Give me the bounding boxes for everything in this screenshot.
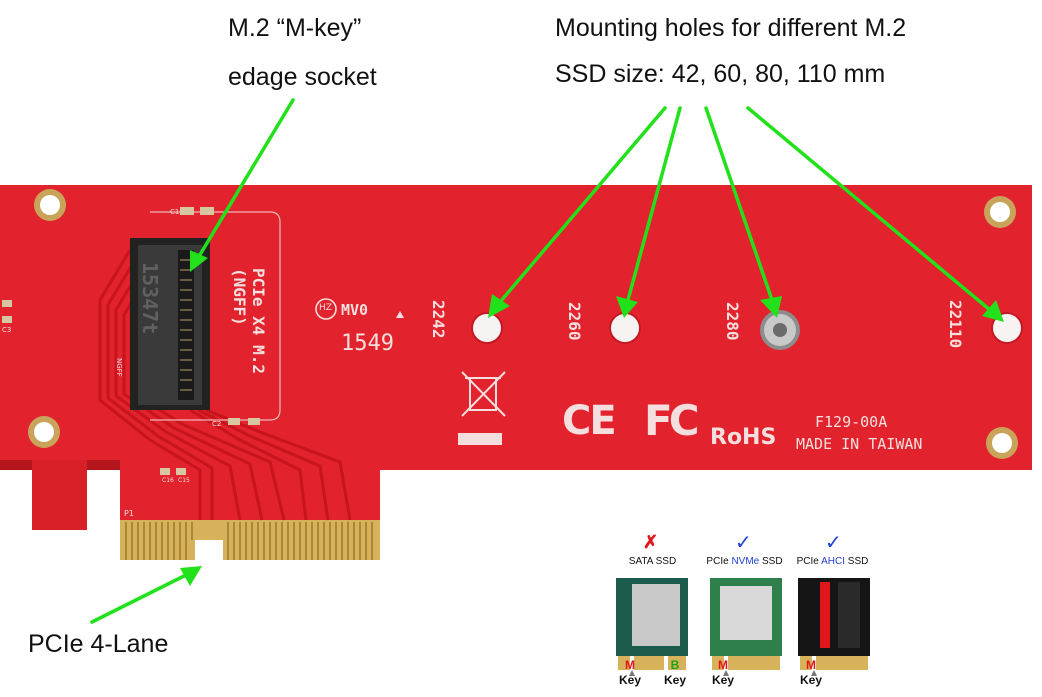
pcie-lane-callout: PCIe 4-Lane — [28, 630, 169, 658]
corner-hole-bottom-right — [986, 427, 1018, 459]
board-title: PCIe X4 M.2 (NGFF) — [230, 268, 268, 374]
corner-hole-bottom-left — [28, 416, 60, 448]
size-label-2260: 2260 — [565, 302, 584, 341]
corner-hole-top-right — [984, 196, 1016, 228]
ref-c16: C16 — [162, 477, 174, 484]
pcb-board — [0, 185, 1032, 560]
sata-key-b-letter: B — [670, 658, 680, 672]
nvme-check-icon: ✓ — [735, 532, 752, 554]
holes-callout-line1: Mounting holes for different M.2 — [555, 14, 907, 42]
nvme-key-m-label: Key — [711, 673, 734, 687]
nvme-ssd-photo — [710, 578, 782, 676]
m2-socket — [130, 238, 210, 410]
ssd-col-nvme: ✓ PCIe NVMe SSD M Key — [702, 530, 792, 695]
sata-key-b-label: Key — [663, 673, 686, 687]
pcie-gold-fingers — [120, 520, 380, 565]
socket-ngff-label: NGFF — [115, 358, 123, 377]
ssd-compat-inset: ✗ SATA SSD M Key B Key ✓ PCIe NVMe SSD M… — [610, 530, 880, 695]
weee-bin-symbol — [461, 371, 506, 417]
nvme-caption: PCIe NVMe SSD — [706, 556, 783, 567]
socket-code: 15347t — [138, 262, 162, 335]
triangle-mark — [396, 311, 404, 318]
ssd-col-ahci: ✓ PCIe AHCI SSD M Key — [790, 530, 880, 695]
ahci-ssd-photo — [798, 578, 870, 676]
ahci-caption: PCIe AHCI SSD — [796, 556, 869, 567]
rohs-mark: RoHS — [710, 425, 777, 450]
made-in-label: MADE IN TAIWAN — [796, 435, 923, 453]
board-title-line2: (NGFF) — [230, 268, 249, 326]
ref-c3: C3 — [2, 326, 12, 334]
ref-c2: C2 — [212, 420, 222, 428]
sata-caption: SATA SSD — [628, 556, 677, 567]
smd-components — [2, 207, 260, 475]
mount-hole-2260 — [609, 312, 641, 344]
socket-silk-outline — [150, 211, 281, 421]
sata-key-m-label: Key — [618, 673, 641, 687]
holes-callout-line2: SSD size: 42, 60, 80, 110 mm — [555, 60, 886, 88]
ref-p1: P1 — [124, 509, 134, 518]
socket-callout-line2: edage socket — [228, 63, 377, 91]
mv0-mark: MV0 — [341, 301, 369, 319]
ahci-key-m-letter: M — [806, 658, 816, 672]
mount-hole-2242 — [471, 312, 503, 344]
fc-mark: FC — [644, 396, 699, 445]
hz-logo — [315, 298, 337, 320]
size-label-2242: 2242 — [429, 300, 448, 339]
sata-ssd-photo — [616, 578, 688, 676]
socket-callout-line1: M.2 “M-key” — [228, 14, 362, 42]
ref-c1: C1 — [170, 208, 180, 216]
size-label-22110: 22110 — [946, 300, 965, 349]
nvme-caption-highlight: NVMe — [731, 556, 760, 567]
part-number: F129-00A — [815, 413, 888, 431]
board-title-line1: PCIe X4 M.2 — [249, 268, 268, 374]
size-label-2280: 2280 — [723, 302, 742, 341]
ahci-caption-highlight: AHCI — [821, 556, 846, 567]
date-code: 1549 — [341, 331, 394, 356]
callout-arrows — [90, 98, 1004, 624]
ahci-check-icon: ✓ — [825, 532, 842, 554]
board-tab — [32, 460, 87, 530]
hz-mark: HZ — [319, 303, 332, 313]
nvme-key-m-letter: M — [718, 658, 728, 672]
ssd-col-sata: ✗ SATA SSD M Key B Key — [610, 530, 700, 695]
sata-key-m-letter: M — [625, 658, 635, 672]
sata-cross-icon: ✗ — [643, 532, 659, 552]
corner-hole-top-left — [34, 189, 66, 221]
ref-c15: C15 — [178, 477, 190, 484]
ahci-key-m-label: Key — [799, 673, 822, 687]
mount-hole-2280-standoff — [760, 310, 800, 350]
ce-mark: CE — [562, 398, 617, 444]
